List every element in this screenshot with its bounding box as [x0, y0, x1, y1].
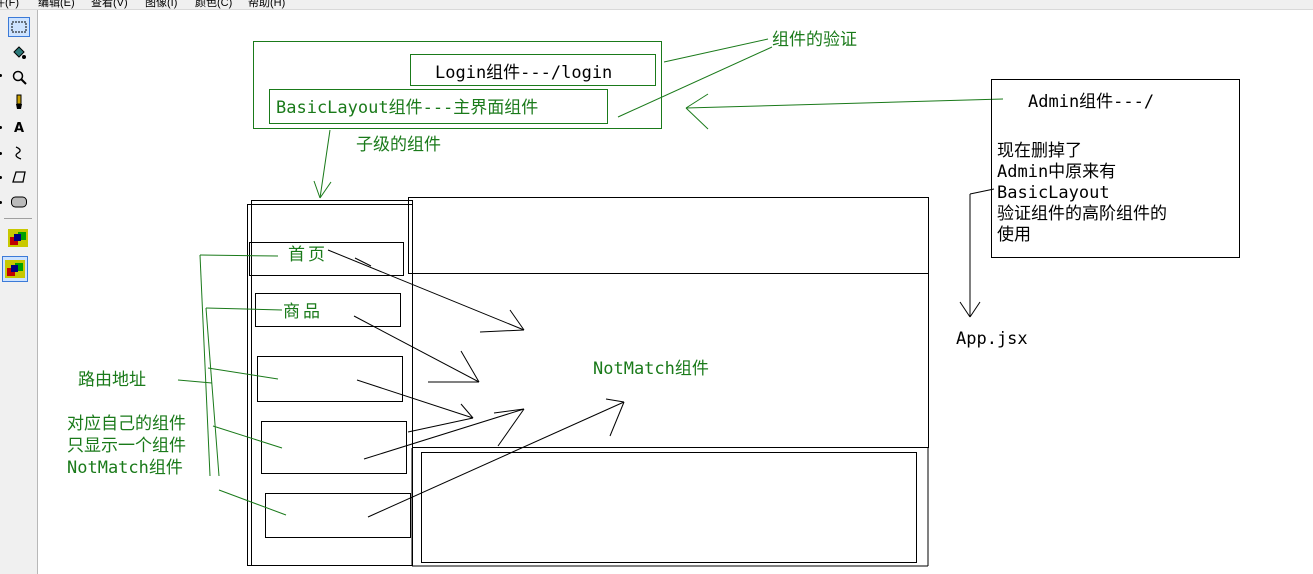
admin-title: Admin组件---/	[1028, 92, 1155, 112]
menu-image[interactable]: 图像(I)	[145, 0, 178, 9]
menu-edit[interactable]: 编辑(E)	[38, 0, 75, 9]
admin-note-line-2: Admin中原来有	[997, 162, 1117, 182]
admin-note-line-1: 现在删掉了	[997, 141, 1082, 161]
tool-marker	[0, 152, 2, 155]
nav-box-3	[257, 356, 403, 402]
menu-colors[interactable]: 颜色(C)	[195, 0, 233, 9]
login-box	[410, 54, 656, 86]
notmatch-center-label: NotMatch组件	[593, 359, 709, 379]
toolbox: A	[0, 10, 38, 574]
layout-content	[412, 273, 929, 448]
menubar: 件(F) 编辑(E) 查看(V) 图像(I) 颜色(C) 帮助(H)	[0, 0, 1313, 10]
text-icon[interactable]: A	[13, 120, 25, 136]
brush-icon[interactable]	[8, 92, 30, 112]
component-validate-label: 组件的验证	[772, 30, 857, 50]
color-fill-mode-selected-icon[interactable]	[2, 256, 28, 282]
login-label: Login组件---/login	[435, 63, 613, 83]
admin-note-line-4: 验证组件的高阶组件的	[997, 204, 1167, 224]
polygon-icon[interactable]	[8, 167, 30, 187]
layout-sidebar-outer	[247, 204, 413, 566]
admin-note-line-3: BasicLayout	[997, 183, 1110, 203]
own-component-line-2: 只显示一个组件	[67, 436, 186, 456]
menu-view[interactable]: 查看(V)	[91, 0, 128, 9]
paint-canvas[interactable]: Login组件---/login BasicLayout组件---主界面组件 组…	[38, 14, 1313, 574]
nav-box-5	[265, 493, 411, 538]
own-component-line-3: NotMatch组件	[67, 458, 183, 478]
magnifier-icon[interactable]	[8, 67, 30, 87]
menu-file[interactable]: 件(F)	[0, 0, 20, 9]
drawing-lines	[177, 38, 1240, 567]
auth-group-box	[253, 41, 662, 129]
admin-note-line-5: 使用	[997, 225, 1031, 245]
curve-icon[interactable]	[8, 143, 30, 163]
rounded-rect-icon[interactable]	[8, 192, 30, 212]
menu-help[interactable]: 帮助(H)	[248, 0, 286, 9]
own-component-line-1: 对应自己的组件	[67, 414, 186, 434]
basiclayout-label: BasicLayout组件---主界面组件	[276, 98, 539, 118]
nav-box-goods	[255, 293, 401, 327]
route-address-label: 路由地址	[78, 370, 146, 390]
child-components-label: 子级的组件	[356, 135, 441, 155]
basiclayout-box	[269, 89, 608, 124]
toolbox-divider	[4, 218, 32, 219]
app-file-label: App.jsx	[956, 329, 1028, 349]
nav-box-4	[261, 421, 407, 474]
tool-marker	[0, 74, 2, 77]
tool-marker	[0, 201, 2, 204]
nav-goods-label: 商品	[283, 302, 323, 322]
tool-marker	[0, 126, 2, 129]
select-rect-icon[interactable]	[8, 17, 30, 37]
layout-header	[408, 197, 929, 274]
layout-footer-box	[421, 452, 917, 563]
color-fill-mode-icon[interactable]	[5, 227, 31, 249]
admin-note-box	[991, 79, 1240, 258]
fill-bucket-icon[interactable]	[8, 43, 30, 63]
tool-marker	[0, 176, 2, 179]
nav-box-home	[249, 242, 404, 276]
nav-home-label: 首页	[288, 245, 328, 265]
